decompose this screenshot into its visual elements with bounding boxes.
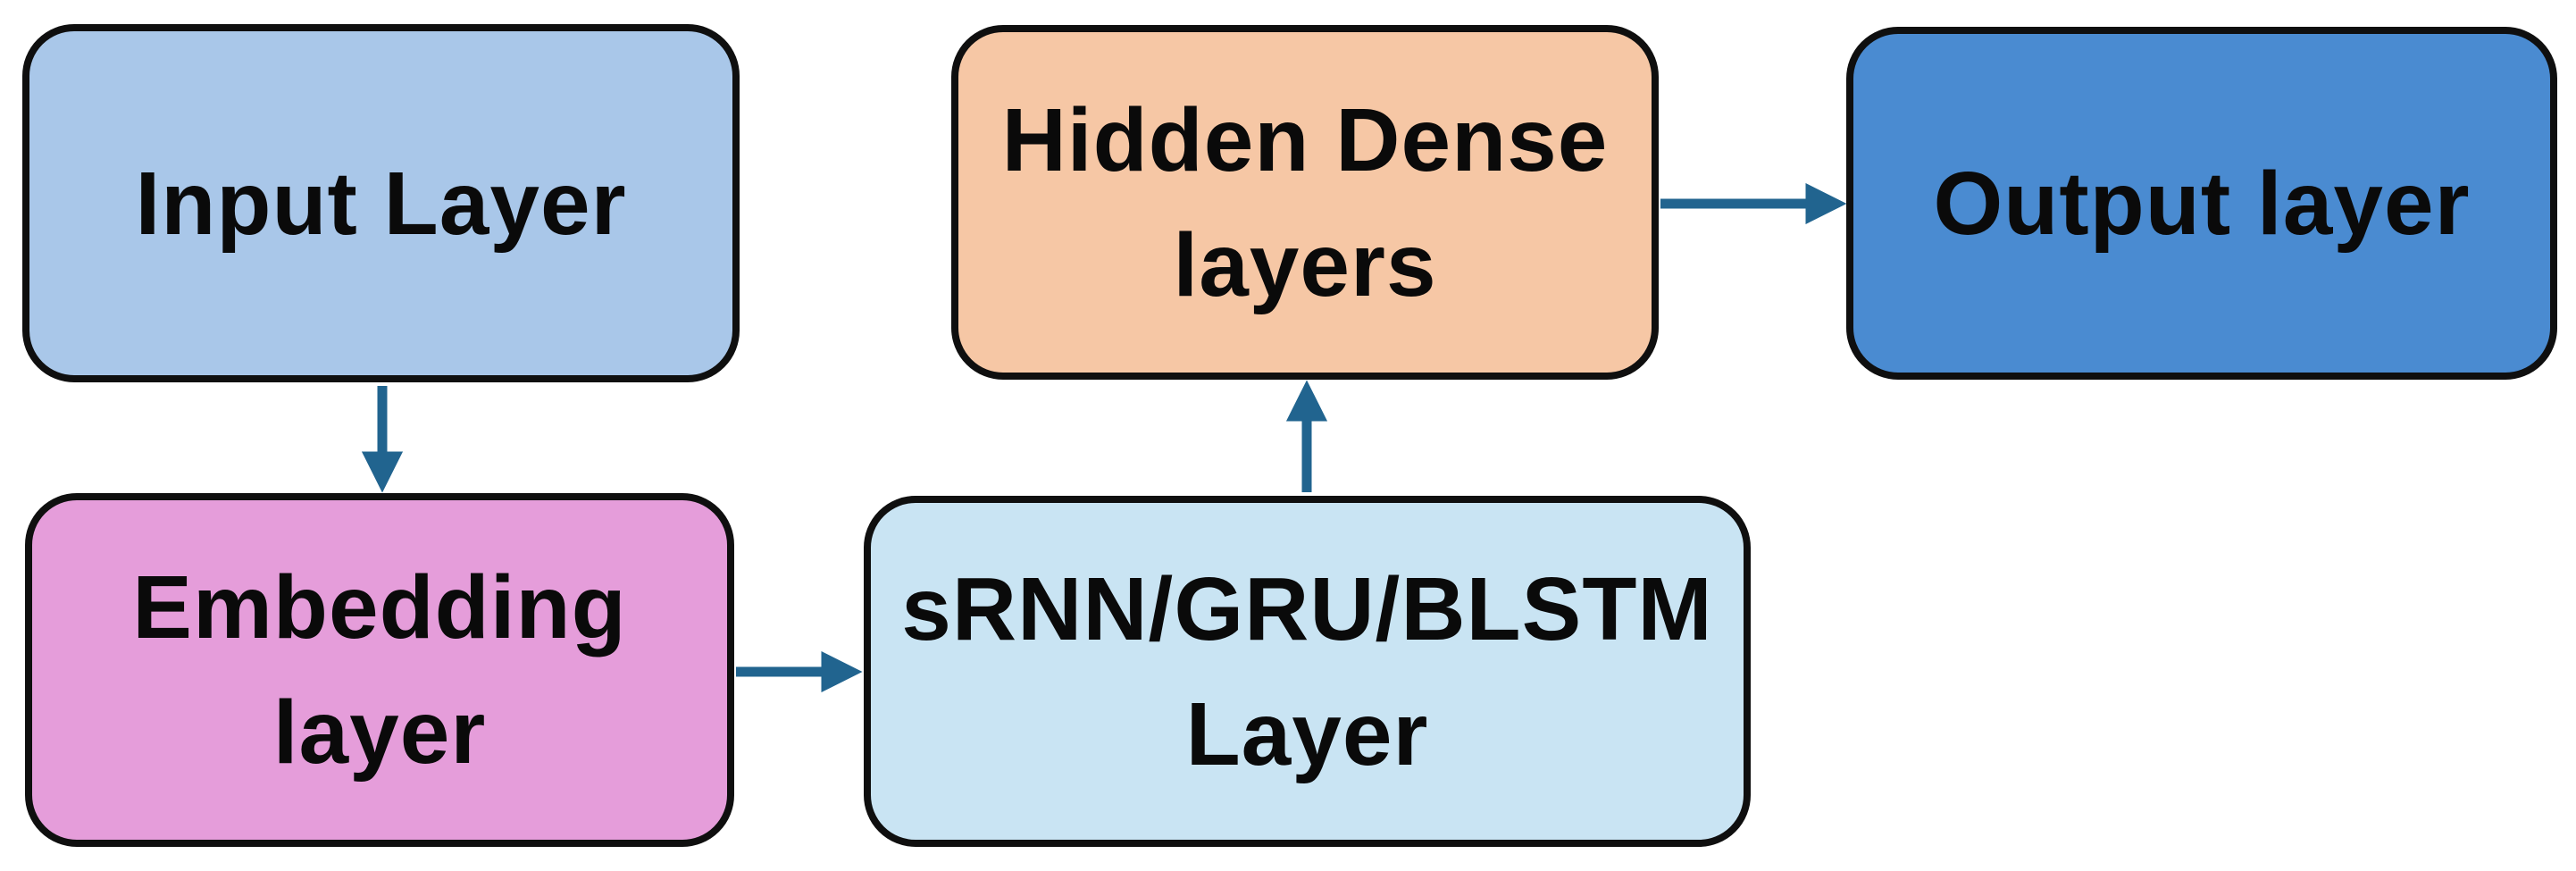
node-embedding-layer-label: Embedding layer <box>132 557 627 783</box>
node-output-layer-label: Output layer <box>1933 153 2471 254</box>
node-output-layer: Output layer <box>1846 27 2557 380</box>
node-srnn-gru-blstm-layer-label: sRNN/GRU/BLSTM Layer <box>901 558 1713 784</box>
node-hidden-dense-layers-label: Hidden Dense layers <box>1001 89 1609 315</box>
node-input-layer-label: Input Layer <box>135 153 627 254</box>
node-srnn-gru-blstm-layer: sRNN/GRU/BLSTM Layer <box>864 496 1751 847</box>
node-hidden-dense-layers: Hidden Dense layers <box>951 25 1659 380</box>
node-embedding-layer: Embedding layer <box>25 493 734 847</box>
node-input-layer: Input Layer <box>22 24 740 382</box>
